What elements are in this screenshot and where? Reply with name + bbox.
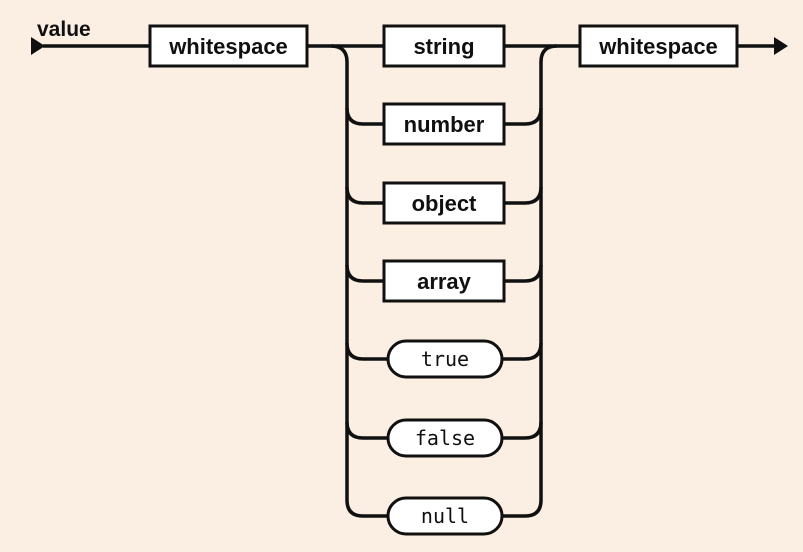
terminal-pill: [386, 339, 504, 379]
node-label: whitespace: [598, 34, 718, 59]
branch-stub-right-array: [504, 264, 543, 283]
nonterminal-box: [578, 24, 739, 68]
branch-stub-left-false: [345, 421, 388, 440]
node-label: null: [421, 504, 469, 528]
node-label: whitespace: [168, 34, 288, 59]
node-label: number: [404, 112, 485, 137]
branch-left-rail: [330, 44, 388, 518]
branch-stub-left-object: [345, 186, 384, 205]
nonterminal-box: [382, 181, 506, 225]
node-null: null: [386, 496, 504, 536]
nonterminal-box: [148, 24, 309, 68]
node-object: object: [382, 181, 506, 225]
branch-stub-right-object: [504, 186, 543, 205]
branch-stub-left-true: [345, 342, 388, 361]
branch-stub-left-number: [345, 107, 384, 126]
node-false: false: [386, 418, 504, 458]
branch-stub-right-true: [502, 342, 543, 361]
node-number: number: [382, 102, 506, 146]
branch-stub-right-number: [504, 107, 543, 126]
nonterminal-box: [382, 24, 506, 68]
terminal-pill: [386, 418, 504, 458]
branch-stub-right-false: [502, 421, 543, 440]
branch-stub-left-array: [345, 264, 384, 283]
node-exit-whitespace: whitespace: [578, 24, 739, 68]
nonterminal-box: [382, 259, 506, 303]
start-arrow-icon: [31, 37, 45, 55]
track-lines: [43, 44, 776, 518]
node-label: true: [421, 347, 469, 371]
rule-name-label: value: [37, 18, 91, 41]
node-label: false: [415, 426, 475, 450]
terminal-pill: [386, 496, 504, 536]
nonterminal-box: [382, 102, 506, 146]
node-true: true: [386, 339, 504, 379]
node-label: string: [413, 34, 474, 59]
end-arrow-icon: [774, 37, 788, 55]
node-array: array: [382, 259, 506, 303]
node-string: string: [382, 24, 506, 68]
branch-right-rail: [502, 44, 558, 518]
node-label: object: [412, 191, 477, 216]
node-entry-whitespace: whitespace: [148, 24, 309, 68]
node-label: array: [417, 269, 472, 294]
